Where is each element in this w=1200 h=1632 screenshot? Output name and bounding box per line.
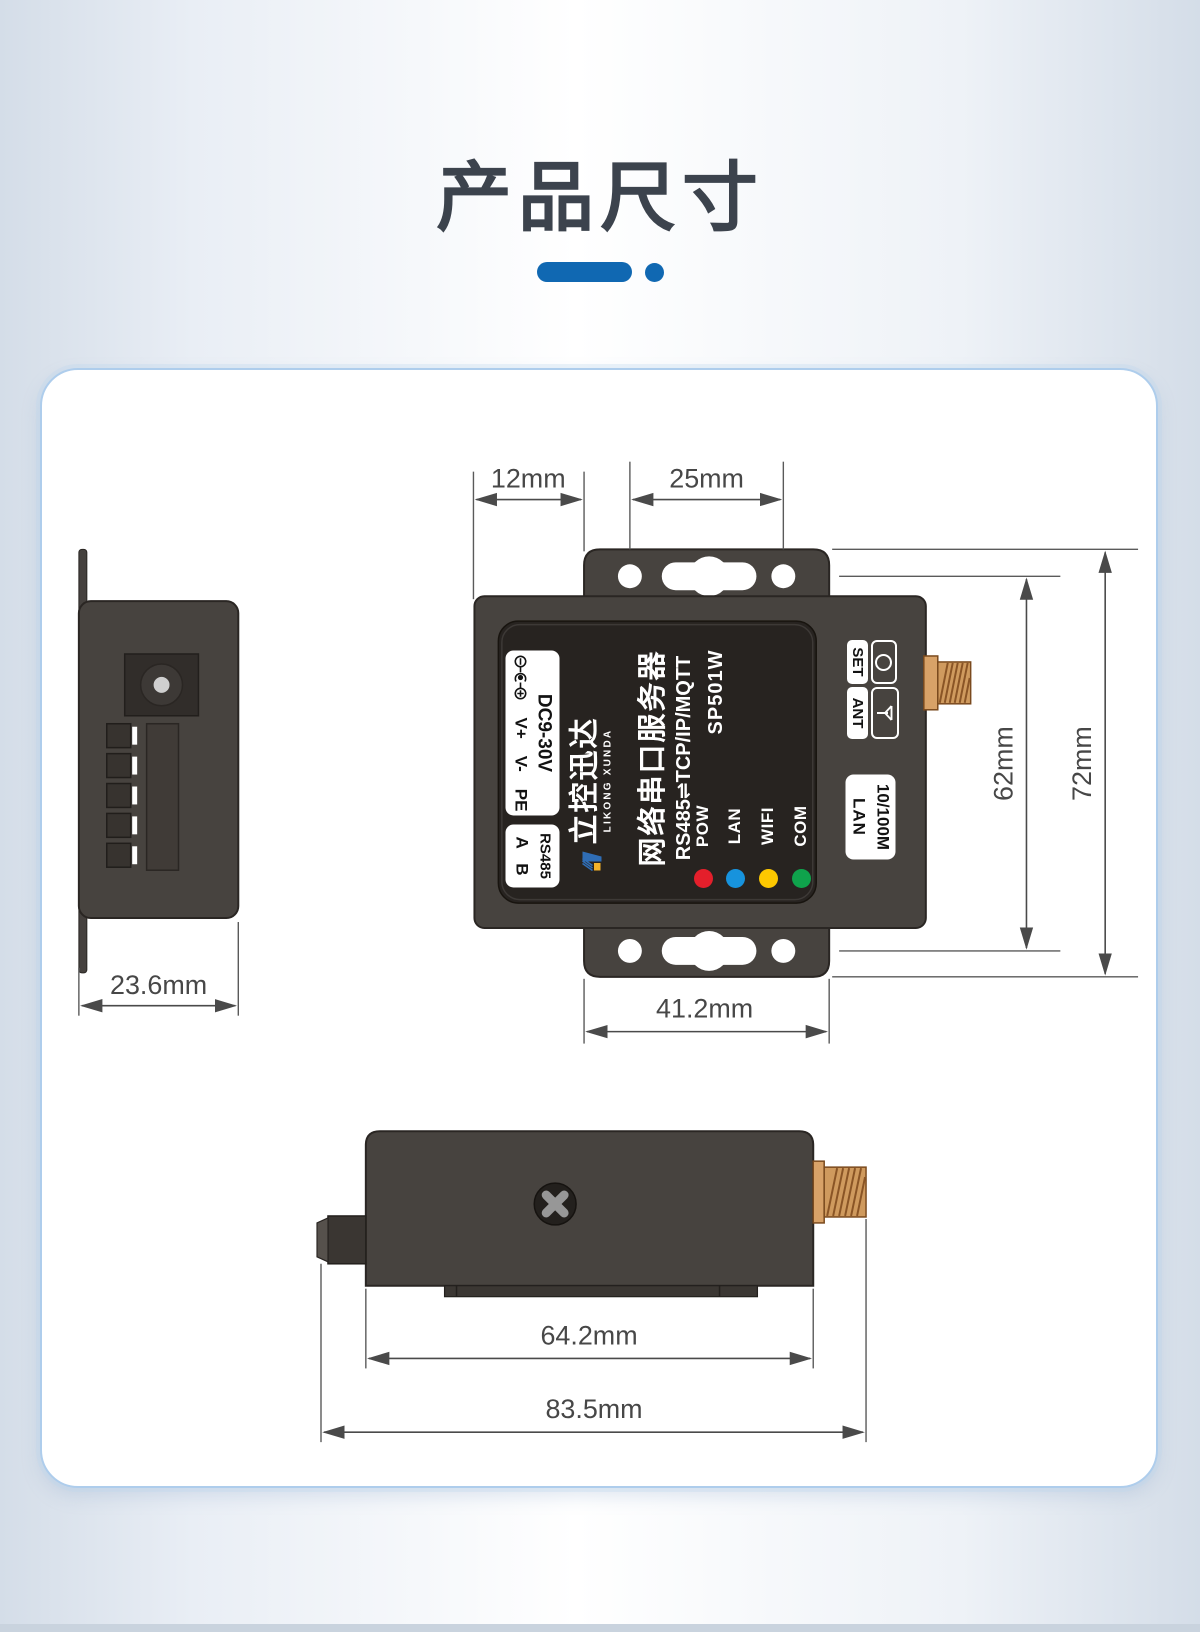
- led-label-pow: POW: [693, 804, 712, 848]
- pin-v-minus: V-: [510, 755, 530, 772]
- sma-connector-base: [812, 1160, 825, 1224]
- terminal-slot: [106, 752, 132, 779]
- terminal-slot: [106, 842, 132, 868]
- led-com-dot: [791, 868, 811, 888]
- rs485-pins-row: A B: [511, 828, 531, 883]
- mount-hole: [617, 564, 642, 589]
- terminal-screw-slit: [132, 816, 138, 835]
- set-text: SET: [847, 640, 868, 684]
- power-input-label: DC9-30V V+ V- PE: [505, 650, 559, 815]
- antenna-port-label: ANT: [847, 687, 899, 739]
- pin-b: B: [512, 862, 532, 875]
- lan-text: LAN: [849, 797, 869, 836]
- dim-label-hole-spacing-y: 62mm: [989, 726, 1019, 801]
- protocol-label: RS485⇌TCP/IP/MQTT: [672, 655, 695, 861]
- sma-connector-base: [923, 655, 939, 711]
- top-view: 12mm 25mm 41.2mm 62mm 72: [472, 461, 1139, 1044]
- power-pins-row: V+ V- PE: [510, 654, 530, 811]
- mount-hole: [771, 938, 796, 963]
- side-connector: [327, 1215, 367, 1265]
- set-button-label: SET: [847, 640, 897, 684]
- dim-label-overall-length: 83.5mm: [545, 1394, 642, 1424]
- pin-a: A: [512, 836, 532, 849]
- brand-name-cn: 立控迅达: [567, 716, 601, 845]
- screw-cross-icon: [541, 1190, 569, 1218]
- pin-pe: PE: [510, 788, 530, 811]
- next-section-edge: [0, 1624, 1200, 1632]
- pin-v-plus: V+: [510, 716, 530, 739]
- brand-name-en: LIKONG XUNDA: [601, 728, 613, 833]
- bottom-view: 64.2mm 83.5mm: [316, 1130, 867, 1443]
- ant-text: ANT: [847, 687, 868, 739]
- terminal-slot: [106, 722, 132, 749]
- voltage-rating: DC9-30V: [533, 693, 555, 772]
- label-panel: [497, 620, 817, 904]
- product-title: 网络串口服务器: [637, 649, 669, 867]
- mount-slot-center: [689, 556, 730, 597]
- dim-label-flange-offset: 12mm: [491, 464, 566, 494]
- dim-label-hole-spacing-x: 25mm: [669, 464, 744, 494]
- dim-label-overall-height: 72mm: [1067, 726, 1097, 801]
- label-panel-highlight: [501, 623, 814, 901]
- button-circle-icon: [875, 653, 893, 671]
- side-view: 23.6mm: [77, 548, 240, 1016]
- dim-label-side-width: 23.6mm: [110, 970, 207, 1000]
- brand-logo-icon: [581, 851, 601, 872]
- brand-logo-block: 立控迅达 LIKONG XUNDA: [567, 717, 615, 872]
- dim-label-body-width: 41.2mm: [656, 994, 753, 1024]
- bottom-rail: [443, 1285, 759, 1298]
- mount-hole: [771, 564, 796, 589]
- terminal-screw-slit: [132, 786, 138, 805]
- side-connector-tip: [316, 1217, 329, 1263]
- led-label-lan: LAN: [725, 807, 744, 845]
- title-accent-bar: [537, 262, 632, 282]
- rs485-title: RS485: [535, 832, 553, 879]
- title-accent-dot: [645, 263, 664, 282]
- led-lan-dot: [725, 868, 745, 888]
- terminal-screw-slit: [132, 756, 138, 775]
- lan-speed-text: 10/100M: [872, 783, 892, 850]
- led-label-wifi: WIFI: [758, 807, 777, 845]
- terminal-slot: [106, 782, 132, 809]
- dc-polarity-icon: [513, 655, 526, 699]
- bottom-body: [364, 1130, 815, 1287]
- lan-port-label: 10/100M LAN: [845, 774, 895, 859]
- terminal-screw-slit: [132, 846, 138, 865]
- mount-slot-center: [689, 930, 730, 971]
- terminal-slot: [106, 812, 132, 839]
- terminal-block-side: [145, 722, 180, 871]
- dimension-drawing: 23.6mm: [77, 461, 1139, 1443]
- set-button-icon-cell: [871, 640, 897, 684]
- model-number: SP501W: [704, 649, 727, 735]
- dc-jack-pin: [153, 676, 170, 693]
- sma-thread-hatch: [826, 1167, 867, 1217]
- brand-names: 立控迅达 LIKONG XUNDA: [567, 716, 613, 845]
- terminal-screw-slit: [132, 726, 138, 745]
- led-wifi-dot: [758, 868, 778, 888]
- page-title: 产品尺寸: [436, 156, 764, 241]
- sma-thread-hatch: [938, 662, 971, 704]
- ant-icon-cell: [871, 687, 899, 739]
- dim-label-body-length: 64.2mm: [540, 1321, 637, 1351]
- led-pow-dot: [693, 868, 713, 888]
- rs485-port-label: RS485 A B: [505, 824, 559, 887]
- led-label-com: COM: [791, 805, 810, 847]
- mount-hole: [617, 938, 642, 963]
- antenna-icon: [877, 705, 893, 721]
- dimension-diagram-card: 23.6mm: [40, 368, 1158, 1488]
